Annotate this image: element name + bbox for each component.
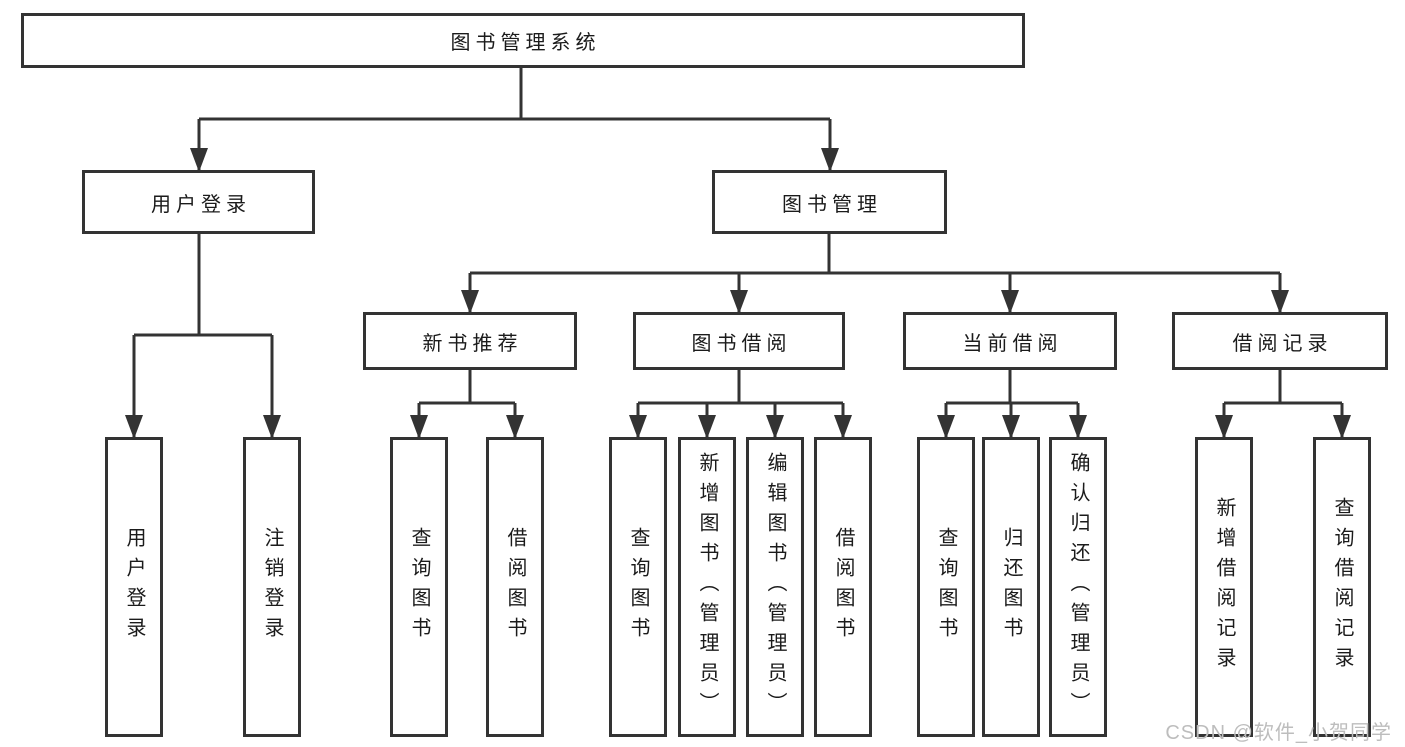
node-new-book-recommend: 新书推荐 [363,312,577,370]
leaf-confirm-return-admin: 确认归还（管理员） [1049,437,1107,737]
leaf-label: 注销登录 [261,527,283,647]
leaf-query-book: 查询图书 [917,437,975,737]
leaf-borrow-book: 借阅图书 [814,437,872,737]
leaf-label: 借阅图书 [832,527,854,647]
leaf-add-borrow-record: 新增借阅记录 [1195,437,1253,737]
leaf-query-book: 查询图书 [390,437,448,737]
leaf-user-login: 用户登录 [105,437,163,737]
node-system-root: 图书管理系统 [21,13,1025,68]
watermark-text: CSDN @软件_小贺同学 [1165,722,1392,744]
leaf-borrow-book: 借阅图书 [486,437,544,737]
leaf-label: 查询借阅记录 [1331,497,1353,677]
node-book-management: 图书管理 [712,170,947,234]
leaf-label: 新增借阅记录 [1213,497,1235,677]
leaf-label: 新增图书（管理员） [696,452,718,722]
leaf-label: 借阅图书 [504,527,526,647]
node-borrow-records: 借阅记录 [1172,312,1388,370]
node-current-borrow: 当前借阅 [903,312,1117,370]
leaf-label: 确认归还（管理员） [1067,452,1089,722]
node-book-borrow: 图书借阅 [633,312,845,370]
leaf-logout-login: 注销登录 [243,437,301,737]
leaf-query-book: 查询图书 [609,437,667,737]
leaf-label: 查询图书 [627,527,649,647]
leaf-label: 查询图书 [408,527,430,647]
leaf-label: 查询图书 [935,527,957,647]
leaf-return-book: 归还图书 [982,437,1040,737]
leaf-label: 编辑图书（管理员） [764,452,786,722]
leaf-label: 归还图书 [1000,527,1022,647]
leaf-add-book-admin: 新增图书（管理员） [678,437,736,737]
leaf-edit-book-admin: 编辑图书（管理员） [746,437,804,737]
leaf-label: 用户登录 [123,527,145,647]
node-user-login: 用户登录 [82,170,315,234]
leaf-query-borrow-record: 查询借阅记录 [1313,437,1371,737]
